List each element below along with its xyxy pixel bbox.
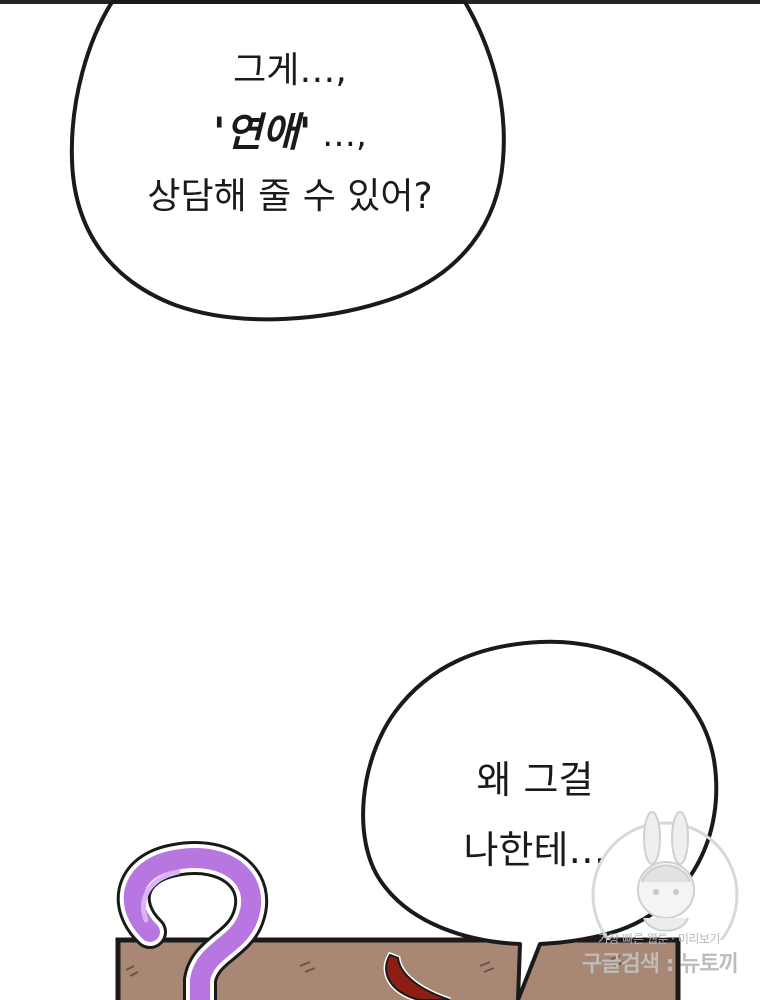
speech-bubble-top-text: 그게…, '연애' …, 상담해 줄 수 있어? [100, 40, 480, 228]
dialogue-ellipsis: …, [311, 115, 367, 155]
speech-bubble-bottom-text: 왜 그걸 나한테… [400, 745, 670, 885]
previous-panel-edge [0, 0, 760, 12]
dialogue-line-1: 그게…, [233, 50, 347, 91]
question-mark-icon [116, 841, 269, 1000]
watermark-title: 구글검색 : 뉴토끼 [582, 952, 739, 977]
watermark-caption: 가장 빠른 웹툰 · 미리보기 [598, 932, 720, 946]
horn-shape [383, 951, 451, 1000]
rabbit-mascot-icon [591, 811, 739, 940]
dialogue-line-2: '연애' …, [100, 102, 480, 166]
dialogue-line-2: 나한테… [463, 828, 607, 872]
speech-bubble-bottom [361, 639, 719, 1000]
dialogue-emphasis: '연애' [213, 110, 312, 156]
speech-bubble-top [69, 0, 506, 322]
watermark: 가장 빠른 웹툰 · 미리보기 구글검색 : 뉴토끼 [570, 800, 760, 1000]
dialogue-line-1: 왜 그걸 [476, 758, 594, 802]
dialogue-line-3: 상담해 줄 수 있어? [147, 176, 433, 217]
